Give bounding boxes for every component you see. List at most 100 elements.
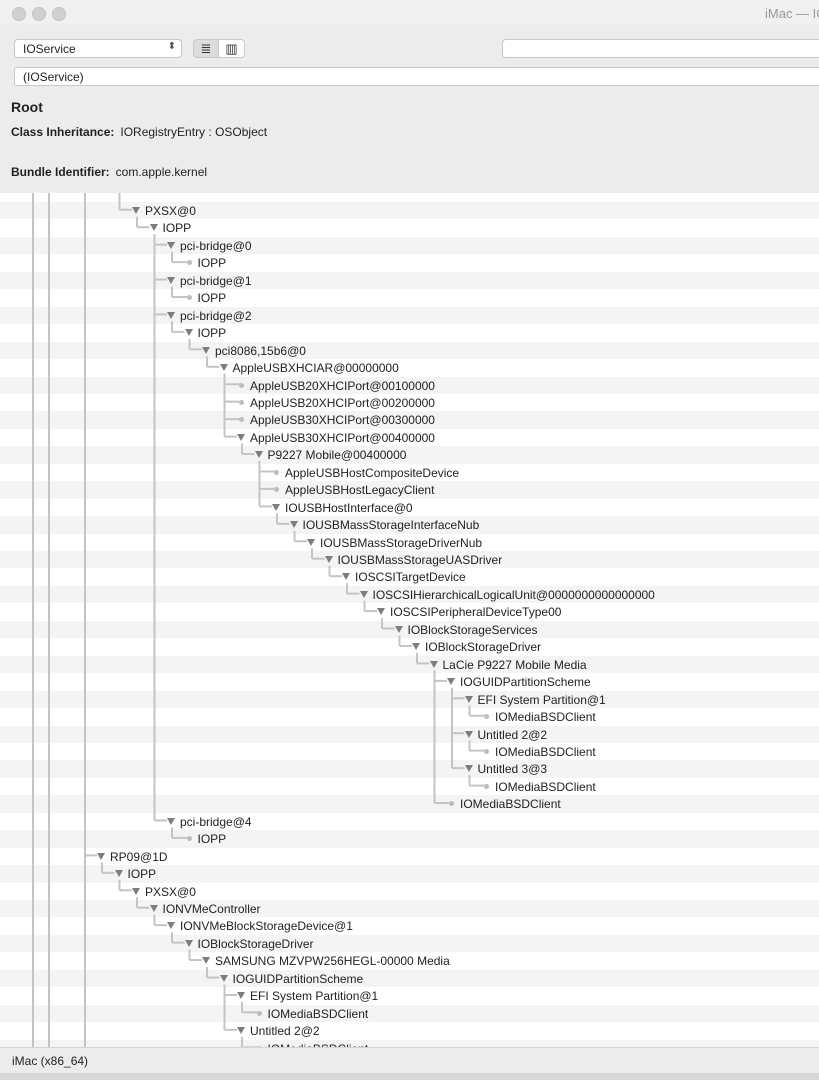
tree-row[interactable]: IOPP (0, 865, 819, 883)
disclosure-triangle-icon[interactable] (219, 364, 228, 372)
tree-row[interactable]: IONVMeBlockStorageDevice@1 (0, 917, 819, 934)
disclosure-triangle-icon[interactable] (342, 573, 350, 581)
tree-row-label: SAMSUNG MZVPW256HEGL-00000 Media (215, 954, 450, 969)
disclosure-triangle-icon[interactable] (167, 276, 175, 284)
column-view-button[interactable]: ▥ (219, 39, 245, 58)
tree-row[interactable]: Untitled 2@2 (0, 725, 819, 743)
disclosure-triangle-icon[interactable] (237, 433, 245, 441)
tree-row[interactable]: AppleUSBHostLegacyClient (0, 481, 819, 499)
tree-row[interactable]: IOBlockStorageServices (0, 620, 819, 639)
tree-row[interactable]: P9227 Mobile@00400000 (0, 446, 819, 464)
tree-row[interactable]: IOMediaBSDClient (0, 708, 819, 725)
tree-row[interactable]: AppleUSB30XHCIPort@00400000 (0, 429, 819, 446)
tree-row[interactable]: IOPP (0, 254, 819, 271)
disclosure-triangle-icon[interactable] (464, 730, 473, 738)
disclosure-triangle-icon[interactable] (202, 957, 210, 965)
close-button[interactable] (12, 7, 26, 21)
tree-row[interactable]: IOUSBMassStorageDriverNub (0, 534, 819, 551)
disclosure-triangle-icon[interactable] (464, 765, 473, 773)
tree-row[interactable]: IOMediaBSDClient (0, 795, 819, 813)
tree-row[interactable]: AppleUSB20XHCIPort@00200000 (0, 394, 819, 411)
tree-row[interactable]: Untitled 3@3 (0, 760, 819, 778)
search-input[interactable] (502, 39, 819, 58)
disclosure-triangle-icon[interactable] (429, 660, 438, 668)
tree-row[interactable]: IOUSBMassStorageUASDriver (0, 551, 819, 569)
tree-row[interactable]: EFI System Partition@1 (0, 690, 819, 709)
tree-row[interactable]: IOPP (0, 289, 819, 306)
tree-row[interactable]: pci-bridge@2 (0, 306, 819, 325)
tree-row[interactable]: pci-bridge@1 (0, 271, 819, 290)
tree-row[interactable]: IOUSBHostInterface@0 (0, 499, 819, 516)
columns-icon: ▥ (225, 41, 238, 56)
tree-row-label: AppleUSBHostCompositeDevice (285, 465, 460, 480)
tree-row[interactable]: PXSX@0 (0, 883, 819, 900)
tree-row[interactable]: pci8086,15b6@0 (0, 341, 819, 360)
tree-row[interactable]: IOSCSITargetDevice (0, 568, 819, 585)
disclosure-triangle-icon[interactable] (237, 992, 245, 1000)
list-view-button[interactable]: ≣ (193, 39, 219, 58)
tree-row[interactable]: IOMediaBSDClient (0, 1004, 819, 1023)
leaf-node-dot-icon (239, 417, 244, 423)
tree-row[interactable]: Untitled 2@2 (0, 1022, 819, 1039)
disclosure-triangle-icon[interactable] (447, 678, 455, 686)
tree-row[interactable]: IOSCSIPeripheralDeviceType00 (0, 603, 819, 620)
disclosure-triangle-icon[interactable] (254, 451, 263, 459)
tree-row[interactable]: IOGUIDPartitionScheme (0, 673, 819, 690)
disclosure-triangle-icon[interactable] (464, 695, 473, 703)
tree-row[interactable]: IOUSBMassStorageInterfaceNub (0, 516, 819, 534)
disclosure-triangle-icon[interactable] (132, 887, 140, 895)
tree-row[interactable]: SAMSUNG MZVPW256HEGL-00000 Media (0, 952, 819, 969)
disclosure-triangle-icon[interactable] (394, 625, 403, 633)
disclosure-triangle-icon[interactable] (167, 311, 175, 319)
disclosure-triangle-icon[interactable] (289, 521, 298, 529)
tree-row[interactable]: AppleUSBHostCompositeDevice (0, 464, 819, 481)
disclosure-triangle-icon[interactable] (149, 224, 158, 232)
disclosure-triangle-icon[interactable] (167, 817, 175, 825)
path-field[interactable]: (IOService) (14, 67, 819, 86)
tree-row[interactable]: AppleUSB20XHCIPort@00100000 (0, 376, 819, 394)
bundle-identifier: Bundle Identifier:com.apple.kernel (11, 165, 207, 179)
tree-row[interactable]: IOPP (0, 324, 819, 341)
zoom-button[interactable] (52, 7, 66, 21)
tree-row[interactable]: IOPP (0, 219, 819, 236)
tree-row[interactable]: IOMediaBSDClient (0, 778, 819, 795)
disclosure-triangle-icon[interactable] (324, 556, 333, 563)
tree-row[interactable]: AppleUSBXHCIAR@00000000 (0, 359, 819, 376)
disclosure-triangle-icon[interactable] (272, 503, 280, 511)
disclosure-triangle-icon[interactable] (412, 643, 420, 651)
tree-row[interactable]: PXSX@0 (0, 202, 819, 220)
tree-row[interactable]: pci-bridge@4 (0, 813, 819, 830)
disclosure-triangle-icon[interactable] (184, 939, 193, 947)
tree-row[interactable]: IOGUIDPartitionScheme (0, 969, 819, 988)
disclosure-triangle-icon[interactable] (132, 207, 140, 214)
tree-row-label: EFI System Partition@1 (477, 692, 606, 707)
disclosure-triangle-icon[interactable] (237, 1027, 245, 1035)
disclosure-triangle-icon[interactable] (167, 241, 175, 249)
disclosure-triangle-icon[interactable] (184, 329, 193, 337)
tree-row[interactable]: IOMediaBSDClient (0, 1039, 819, 1047)
disclosure-triangle-icon[interactable] (219, 974, 228, 982)
plane-select[interactable]: IOService ⬍ (14, 39, 182, 58)
disclosure-triangle-icon[interactable] (202, 346, 210, 354)
tree-row[interactable]: EFI System Partition@1 (0, 987, 819, 1004)
tree-row[interactable]: IONVMeController (0, 900, 819, 918)
disclosure-triangle-icon[interactable] (114, 870, 123, 878)
tree-row[interactable]: IOSCSIHierarchicalLogicalUnit@0000000000… (0, 585, 819, 604)
tree-row[interactable]: IOBlockStorageDriver (0, 638, 819, 655)
tree-row[interactable]: IOMediaBSDClient (0, 743, 819, 760)
tree-row[interactable]: pci-bridge@0 (0, 236, 819, 255)
disclosure-triangle-icon[interactable] (97, 852, 105, 860)
disclosure-triangle-icon[interactable] (167, 922, 175, 930)
tree-row[interactable]: LaCie P9227 Mobile Media (0, 655, 819, 674)
tree-row[interactable]: IOBlockStorageDriver (0, 934, 819, 953)
tree-row-label: EFI System Partition@1 (250, 989, 379, 1004)
tree-row[interactable]: RP09@1D (0, 848, 819, 865)
disclosure-triangle-icon[interactable] (307, 538, 315, 546)
disclosure-triangle-icon[interactable] (377, 608, 385, 616)
tree-row[interactable]: AppleUSB30XHCIPort@00300000 (0, 411, 819, 429)
disclosure-triangle-icon[interactable] (359, 590, 368, 598)
minimize-button[interactable] (32, 7, 46, 21)
tree-row[interactable]: IOPP (0, 830, 819, 848)
disclosure-triangle-icon[interactable] (149, 905, 158, 912)
